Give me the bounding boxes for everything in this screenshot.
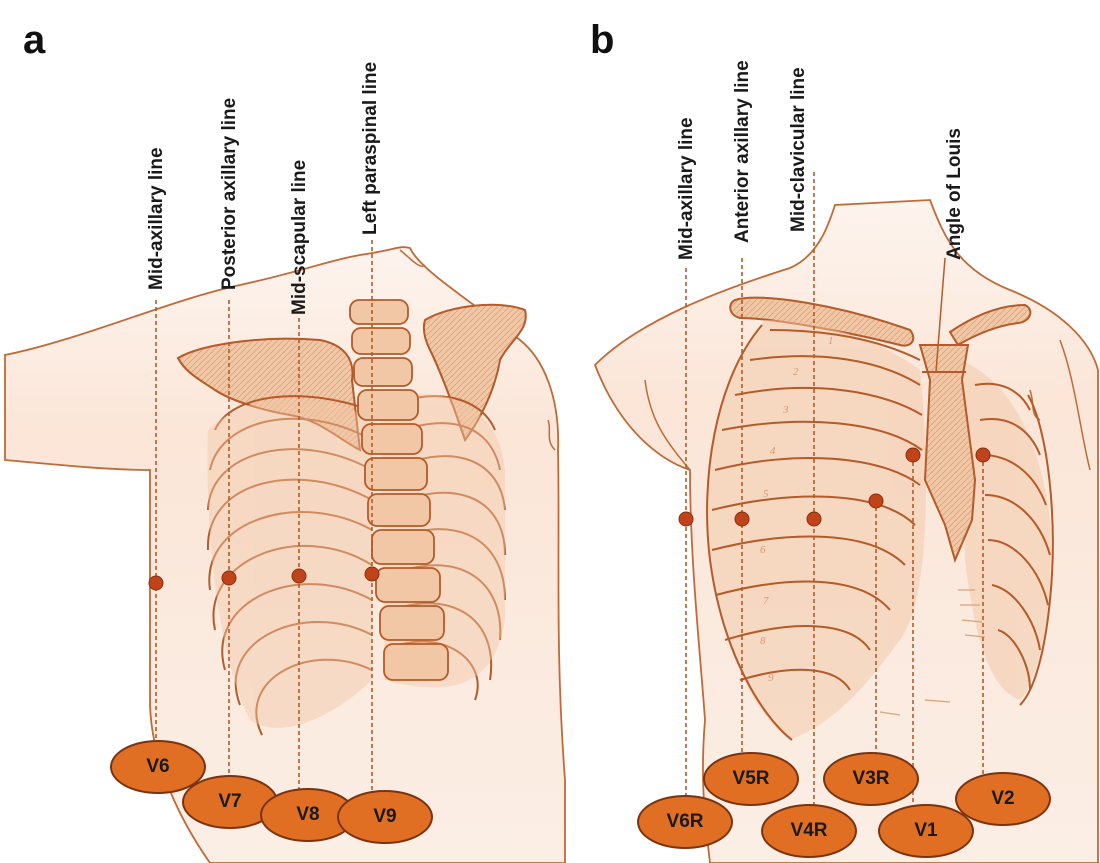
panel-label-b: b xyxy=(590,18,615,62)
lead-badge-v5r: V5R xyxy=(703,752,799,806)
lead-badge-v4r: V4R xyxy=(761,804,857,858)
reference-lines xyxy=(155,172,984,818)
rib-number: 7 xyxy=(763,595,769,607)
left-clavicle xyxy=(948,303,1032,347)
lead-badge-v6: V6 xyxy=(110,740,206,794)
electrode-v7 xyxy=(221,570,237,586)
label-mid-axillary-line-a: Mid-axillary line xyxy=(146,147,167,290)
spine xyxy=(349,299,449,681)
electrode-v6r xyxy=(678,511,694,527)
lead-badge-v9: V9 xyxy=(337,790,433,844)
label-mid-scapular-line: Mid-scapular line xyxy=(289,159,310,315)
lead-badge-v1: V1 xyxy=(878,804,974,858)
panel-b-front-view: 1 2 3 4 5 6 7 8 9 xyxy=(593,199,1099,863)
left-scapula xyxy=(176,337,362,452)
rib-number: 4 xyxy=(770,445,776,457)
angle-of-louis-pointer xyxy=(935,257,946,373)
rib-number: 1 xyxy=(828,335,834,347)
panel-label-a: a xyxy=(23,18,46,62)
electrode-v1 xyxy=(905,447,921,463)
label-angle-of-louis: Angle of Louis xyxy=(944,128,965,260)
back-ribcage-fill xyxy=(207,393,505,728)
rib-numbers: 1 2 3 4 5 6 7 8 9 xyxy=(760,335,834,684)
label-left-paraspinal-line: Left paraspinal line xyxy=(360,61,381,235)
electrode-v9 xyxy=(364,566,380,582)
rib-number: 3 xyxy=(782,404,789,416)
electrode-v6 xyxy=(148,575,164,591)
rib-number: 8 xyxy=(760,635,766,647)
lead-badge-v6r: V6R xyxy=(637,795,733,849)
electrode-v8 xyxy=(291,568,307,584)
rib-number: 5 xyxy=(763,488,769,500)
electrode-v2 xyxy=(975,447,991,463)
panel-a-back-view xyxy=(4,246,566,863)
lead-badge-v2: V2 xyxy=(955,772,1051,826)
label-anterior-axillary-line: Anterior axillary line xyxy=(732,60,753,243)
right-scapula xyxy=(422,303,527,443)
lead-badge-v3r: V3R xyxy=(823,752,919,806)
rib-number: 9 xyxy=(768,672,774,684)
electrode-v4r xyxy=(806,511,822,527)
label-mid-axillary-line-b: Mid-axillary line xyxy=(676,117,697,260)
electrode-v5r xyxy=(734,511,750,527)
rib-number: 2 xyxy=(793,366,799,378)
electrode-v3r xyxy=(868,493,884,509)
electrode-dots xyxy=(148,447,991,591)
rib-number: 6 xyxy=(760,544,766,556)
label-mid-clavicular-line: Mid-clavicular line xyxy=(788,67,809,232)
sternum xyxy=(918,344,977,563)
right-clavicle xyxy=(729,296,915,347)
label-posterior-axillary-line: Posterior axillary line xyxy=(219,97,240,290)
